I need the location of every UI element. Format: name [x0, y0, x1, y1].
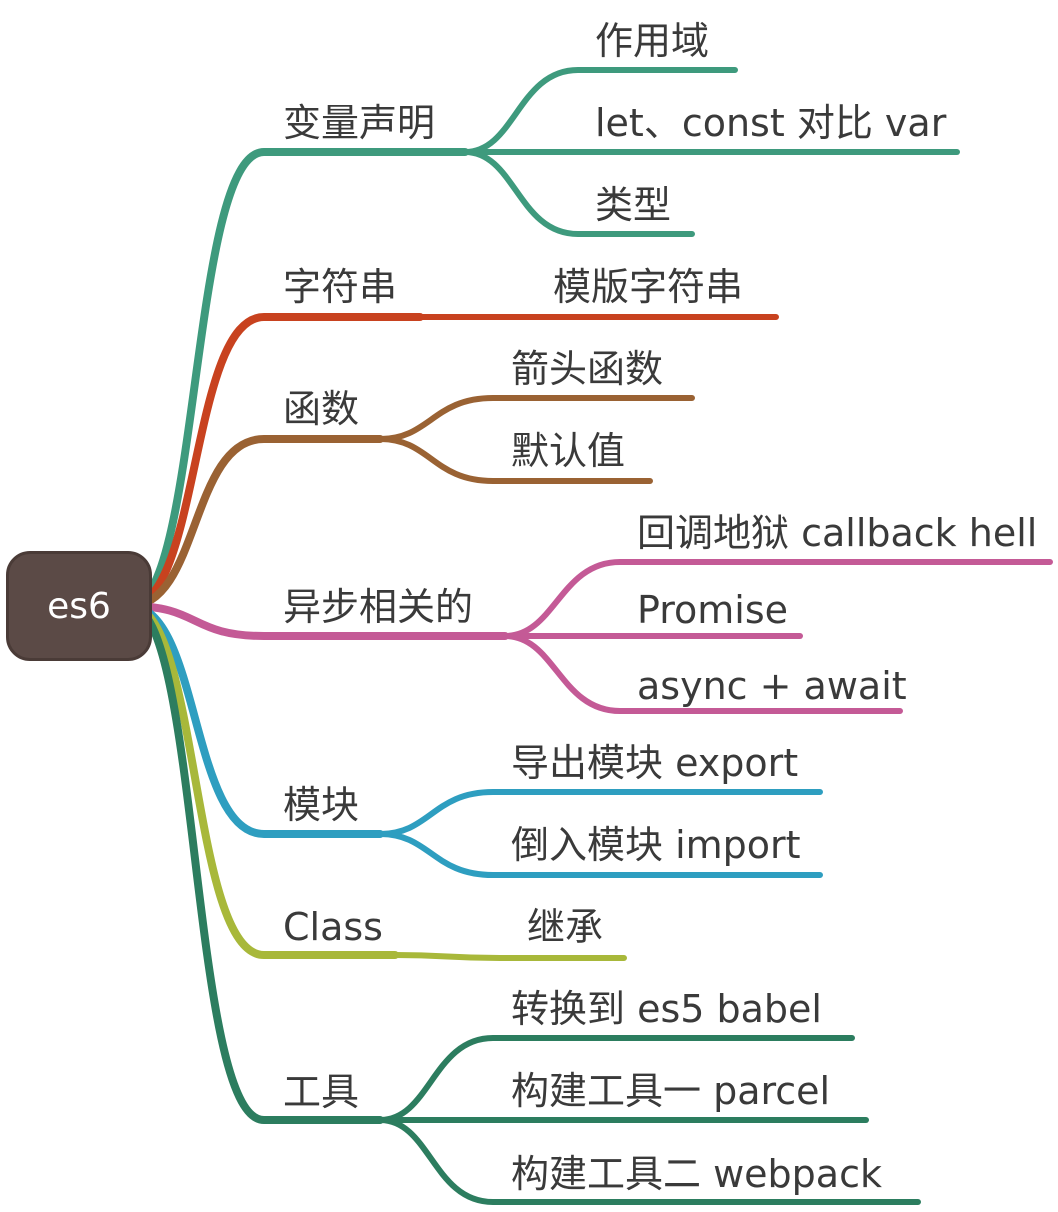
branch-edge-0: [126, 148, 469, 610]
child-label-export[interactable]: 导出模块 export: [511, 741, 799, 785]
child-edge-4-1: [377, 831, 823, 878]
branch-label-variables[interactable]: 变量声明: [283, 101, 436, 145]
child-edge-0-2: [462, 149, 695, 237]
child-edge-4-0: [377, 789, 823, 837]
child-edge-3-0: [502, 559, 1053, 639]
branch-label-functions[interactable]: 函数: [283, 387, 360, 431]
child-edge-0-0: [462, 67, 738, 155]
child-label-import[interactable]: 倒入模块 import: [511, 823, 801, 867]
child-edge-6-2: [377, 1117, 921, 1205]
child-label-types[interactable]: 类型: [595, 183, 672, 227]
child-edge-5-0: [392, 952, 627, 961]
child-edge-2-0: [377, 395, 695, 442]
child-label-webpack[interactable]: 构建工具二 webpack: [511, 1152, 882, 1196]
child-label-default-values[interactable]: 默认值: [511, 429, 626, 473]
branch-edge-2: [126, 435, 384, 610]
child-label-inheritance[interactable]: 继承: [527, 905, 604, 949]
branch-edge-1: [126, 313, 424, 610]
child-label-promise[interactable]: Promise: [637, 588, 789, 632]
child-label-async-await[interactable]: async + await: [637, 664, 907, 708]
branch-edge-3: [126, 602, 509, 640]
root-label: es6: [47, 585, 111, 627]
branch-edge-6: [126, 602, 384, 1124]
child-edge-2-1: [377, 436, 653, 484]
branch-edge-5: [126, 602, 399, 959]
root-node[interactable]: es6: [6, 551, 152, 661]
branch-label-class[interactable]: Class: [283, 905, 383, 949]
child-label-parcel[interactable]: 构建工具一 parcel: [511, 1069, 831, 1113]
child-label-callback-hell[interactable]: 回调地狱 callback hell: [637, 511, 1038, 555]
child-edge-6-0: [377, 1035, 855, 1123]
branch-label-async[interactable]: 异步相关的: [283, 585, 474, 629]
child-label-arrow-functions[interactable]: 箭头函数: [511, 347, 664, 391]
child-edge-3-2: [502, 633, 903, 714]
branch-label-modules[interactable]: 模块: [283, 783, 360, 827]
child-label-template-strings[interactable]: 模版字符串: [553, 265, 744, 309]
branch-label-tools[interactable]: 工具: [283, 1070, 360, 1114]
child-label-let-const-var[interactable]: let、const 对比 var: [595, 101, 947, 145]
child-label-scope[interactable]: 作用域: [595, 19, 710, 63]
child-label-babel[interactable]: 转换到 es5 babel: [511, 987, 822, 1031]
branch-label-strings[interactable]: 字符串: [283, 265, 398, 309]
